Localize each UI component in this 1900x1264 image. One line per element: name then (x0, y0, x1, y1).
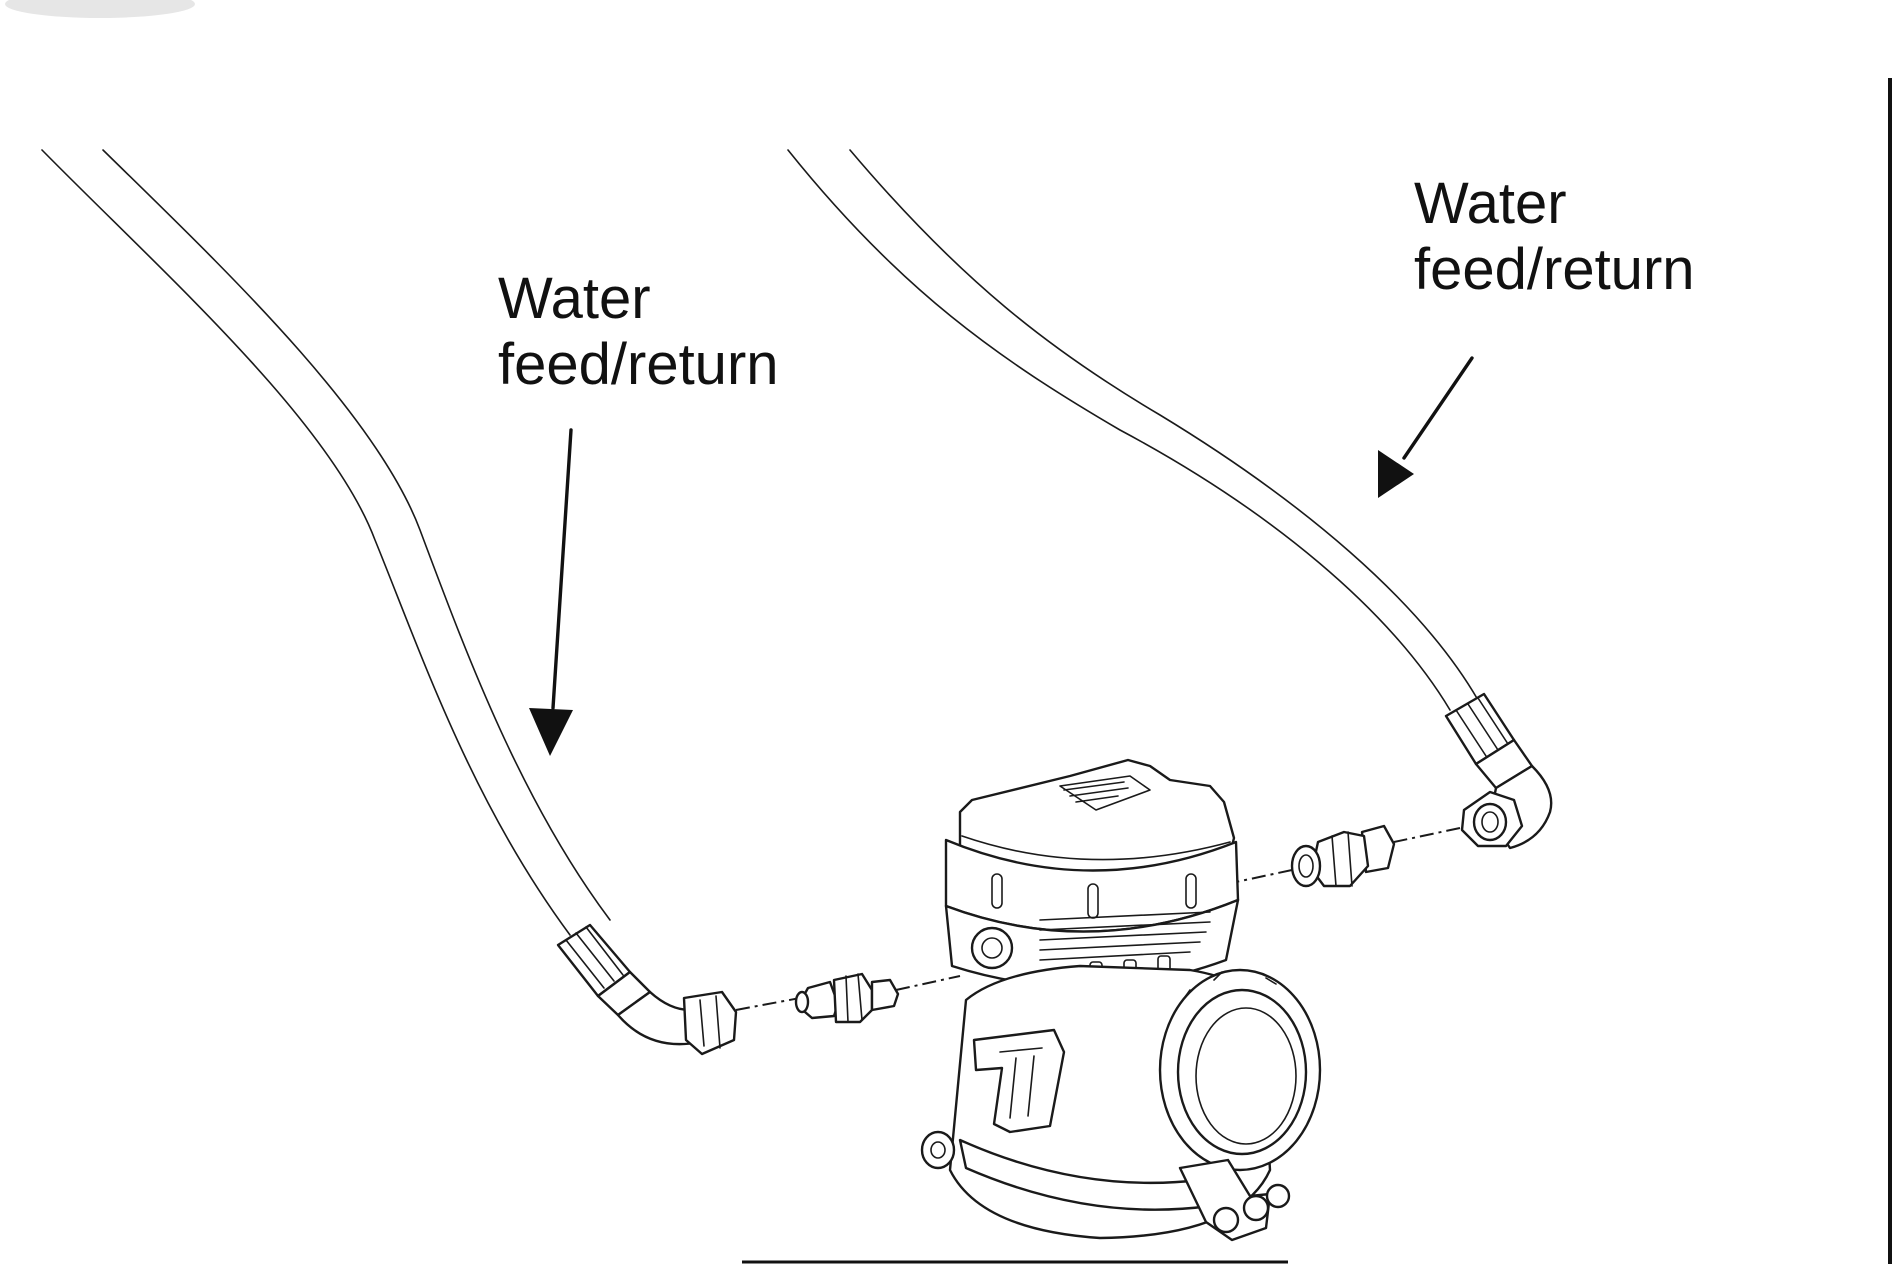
scan-smudge (5, 0, 195, 18)
callout-label-right: Water feed/return (1414, 171, 1695, 303)
right-hose (787, 149, 1479, 711)
left-hose (41, 149, 611, 936)
callout-left-line1: Water (498, 266, 651, 331)
callout-right-line2: feed/return (1414, 237, 1695, 302)
left-callout-arrow (529, 428, 573, 756)
callout-right-line1: Water (1414, 171, 1567, 236)
left-arrowhead (529, 708, 573, 756)
right-arrowhead (1378, 450, 1414, 498)
right-callout-arrow (1378, 356, 1474, 498)
left-hose-end-fitting (556, 923, 738, 1056)
right-hose-end-fitting (1444, 692, 1553, 850)
right-adapter-fitting (1235, 824, 1461, 888)
wastegate-body (920, 758, 1322, 1242)
callout-label-left: Water feed/return (498, 266, 779, 398)
callout-left-line2: feed/return (498, 332, 779, 397)
left-adapter-fitting (735, 972, 961, 1024)
